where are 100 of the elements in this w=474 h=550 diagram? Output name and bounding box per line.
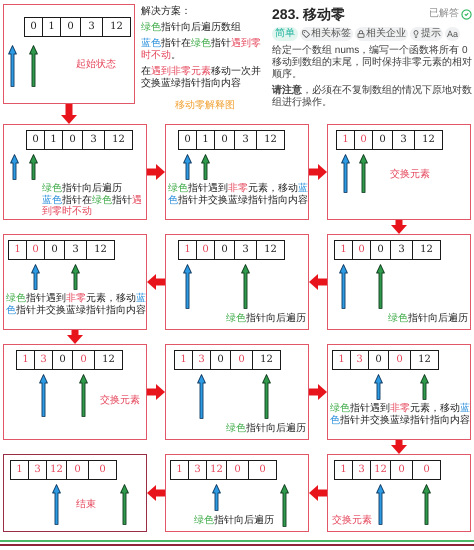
array-cell: 0 bbox=[352, 240, 371, 260]
note-text: 请注意，必须在不复制数组的情况下原地对数组进行操作。 bbox=[272, 85, 472, 109]
array-cell: 0 bbox=[26, 240, 45, 260]
array-cell: 3 bbox=[28, 460, 47, 480]
step-panel bbox=[165, 344, 309, 440]
array-cell: 1 bbox=[44, 130, 63, 150]
status-text: 已解答 bbox=[429, 8, 459, 20]
caption-text: 交换元素 bbox=[390, 169, 430, 180]
caption-text: 起始状态 bbox=[76, 59, 116, 70]
explanation-text: 蓝色指针在绿色指针遇到零时不动。 bbox=[141, 38, 262, 62]
array-cell: 12 bbox=[256, 130, 285, 150]
difficulty-tag: 简单 bbox=[272, 27, 298, 41]
step-panel bbox=[3, 234, 147, 330]
arrow bbox=[147, 274, 165, 290]
caption-text: 绿色指针向后遍历 bbox=[42, 183, 122, 194]
caption-text: 绿色指针向后遍历 bbox=[388, 313, 468, 324]
array-cell: 1 bbox=[336, 130, 355, 150]
array-cell: 0 bbox=[390, 460, 413, 480]
array-cell: 3 bbox=[234, 130, 257, 150]
array-cell: 0 bbox=[66, 460, 89, 480]
arrow bbox=[309, 164, 327, 180]
array-cell: 1 bbox=[196, 130, 215, 150]
caption-text: 蓝色指针在绿色指针遇到零时不动 bbox=[42, 194, 142, 218]
array-cell: 12 bbox=[370, 460, 391, 480]
array-cell: 0 bbox=[388, 350, 411, 370]
arrow bbox=[309, 274, 327, 290]
tag-chip: 提示 bbox=[410, 27, 443, 41]
array-cell: 0 bbox=[214, 130, 235, 150]
array-cell: 1 bbox=[8, 240, 27, 260]
array-cell: 0 bbox=[60, 17, 81, 37]
arrow bbox=[309, 485, 327, 501]
array-cell: 12 bbox=[256, 240, 285, 260]
caption-text: 绿色指针遇到非零元素，移动蓝色指针并交换蓝绿指针指向内容 bbox=[168, 183, 308, 206]
array-cell: 0 bbox=[372, 130, 393, 150]
array-cell: 12 bbox=[206, 460, 227, 480]
step-panel bbox=[327, 234, 471, 330]
array-cell: 0 bbox=[354, 130, 373, 150]
arrow bbox=[61, 104, 77, 124]
array-cell: 0 bbox=[26, 130, 45, 150]
array-cell: 3 bbox=[192, 350, 211, 370]
array-cell: 3 bbox=[34, 350, 53, 370]
array-cell: 0 bbox=[44, 240, 65, 260]
caption-text: 绿色指针遇到非零元素，移动蓝色指针并交换蓝绿指针指向内容 bbox=[330, 403, 470, 426]
arrow bbox=[391, 220, 407, 234]
caption-text: 结束 bbox=[76, 499, 96, 510]
array-cell: 3 bbox=[80, 17, 103, 37]
array-cell: 12 bbox=[252, 350, 281, 370]
arrow bbox=[147, 384, 165, 400]
caption-text: 绿色指针向后遍历 bbox=[194, 515, 274, 526]
array-cell: 1 bbox=[42, 17, 61, 37]
explanation-text: 在遇到非零元素移动一次并交换蓝绿指针指向内容 bbox=[141, 66, 262, 90]
step-panel bbox=[3, 4, 135, 104]
caption-text: 绿色指针向后遍历 bbox=[226, 313, 306, 324]
array-cell: 3 bbox=[188, 460, 207, 480]
array-cell: 1 bbox=[332, 350, 351, 370]
array-cell: 1 bbox=[170, 460, 189, 480]
arrow bbox=[147, 164, 165, 180]
step-panel bbox=[327, 124, 471, 220]
array-cell: 0 bbox=[72, 350, 95, 370]
array-cell: 12 bbox=[94, 350, 123, 370]
caption-text: 交换元素 bbox=[332, 515, 372, 526]
array-cell: 3 bbox=[392, 130, 415, 150]
array-cell: 0 bbox=[248, 460, 277, 480]
array-cell: 0 bbox=[412, 460, 441, 480]
caption-text: 绿色指针遇到非零元素，移动蓝色指针并交换蓝绿指针指向内容 bbox=[6, 293, 146, 316]
explanation-text: 绿色指针向后遍历数组 bbox=[141, 22, 241, 34]
array-cell: 12 bbox=[414, 130, 443, 150]
array-cell: 0 bbox=[368, 350, 389, 370]
array-cell: 3 bbox=[352, 460, 371, 480]
array-cell: 3 bbox=[82, 130, 105, 150]
tag-chip: 相关标签 bbox=[300, 27, 353, 41]
array-cell: 0 bbox=[370, 240, 391, 260]
array-cell: 12 bbox=[86, 240, 115, 260]
array-cell: 1 bbox=[178, 240, 197, 260]
explanation-heading: 解决方案： bbox=[141, 6, 191, 18]
tag-chip: 相关企业 bbox=[355, 27, 408, 41]
array-cell: 12 bbox=[102, 17, 131, 37]
arrow bbox=[67, 330, 83, 344]
arrow bbox=[391, 440, 407, 454]
step-panel bbox=[3, 454, 147, 532]
array-cell: 0 bbox=[62, 130, 83, 150]
array-cell: 0 bbox=[214, 240, 235, 260]
array-cell: 12 bbox=[410, 350, 439, 370]
array-cell: 0 bbox=[52, 350, 73, 370]
problem-title: 283. 移动零 bbox=[272, 5, 346, 23]
array-cell: 0 bbox=[226, 460, 249, 480]
description-text: 给定一个数组 nums，编写一个函数将所有 0 移动到数组的末尾，同时保持非零元素的相对顺序。 bbox=[272, 45, 472, 81]
array-cell: 3 bbox=[350, 350, 369, 370]
figure-title: 移动零解释图 bbox=[175, 100, 235, 112]
arrow bbox=[309, 384, 327, 400]
array-cell: 3 bbox=[390, 240, 413, 260]
array-cell: 1 bbox=[334, 460, 353, 480]
array-cell: 1 bbox=[10, 460, 29, 480]
caption-text: 交换元素 bbox=[100, 395, 140, 406]
array-cell: 0 bbox=[230, 350, 253, 370]
array-cell: 1 bbox=[16, 350, 35, 370]
array-cell: 12 bbox=[412, 240, 441, 260]
array-cell: 12 bbox=[104, 130, 133, 150]
array-cell: 0 bbox=[196, 240, 215, 260]
array-cell: 1 bbox=[334, 240, 353, 260]
